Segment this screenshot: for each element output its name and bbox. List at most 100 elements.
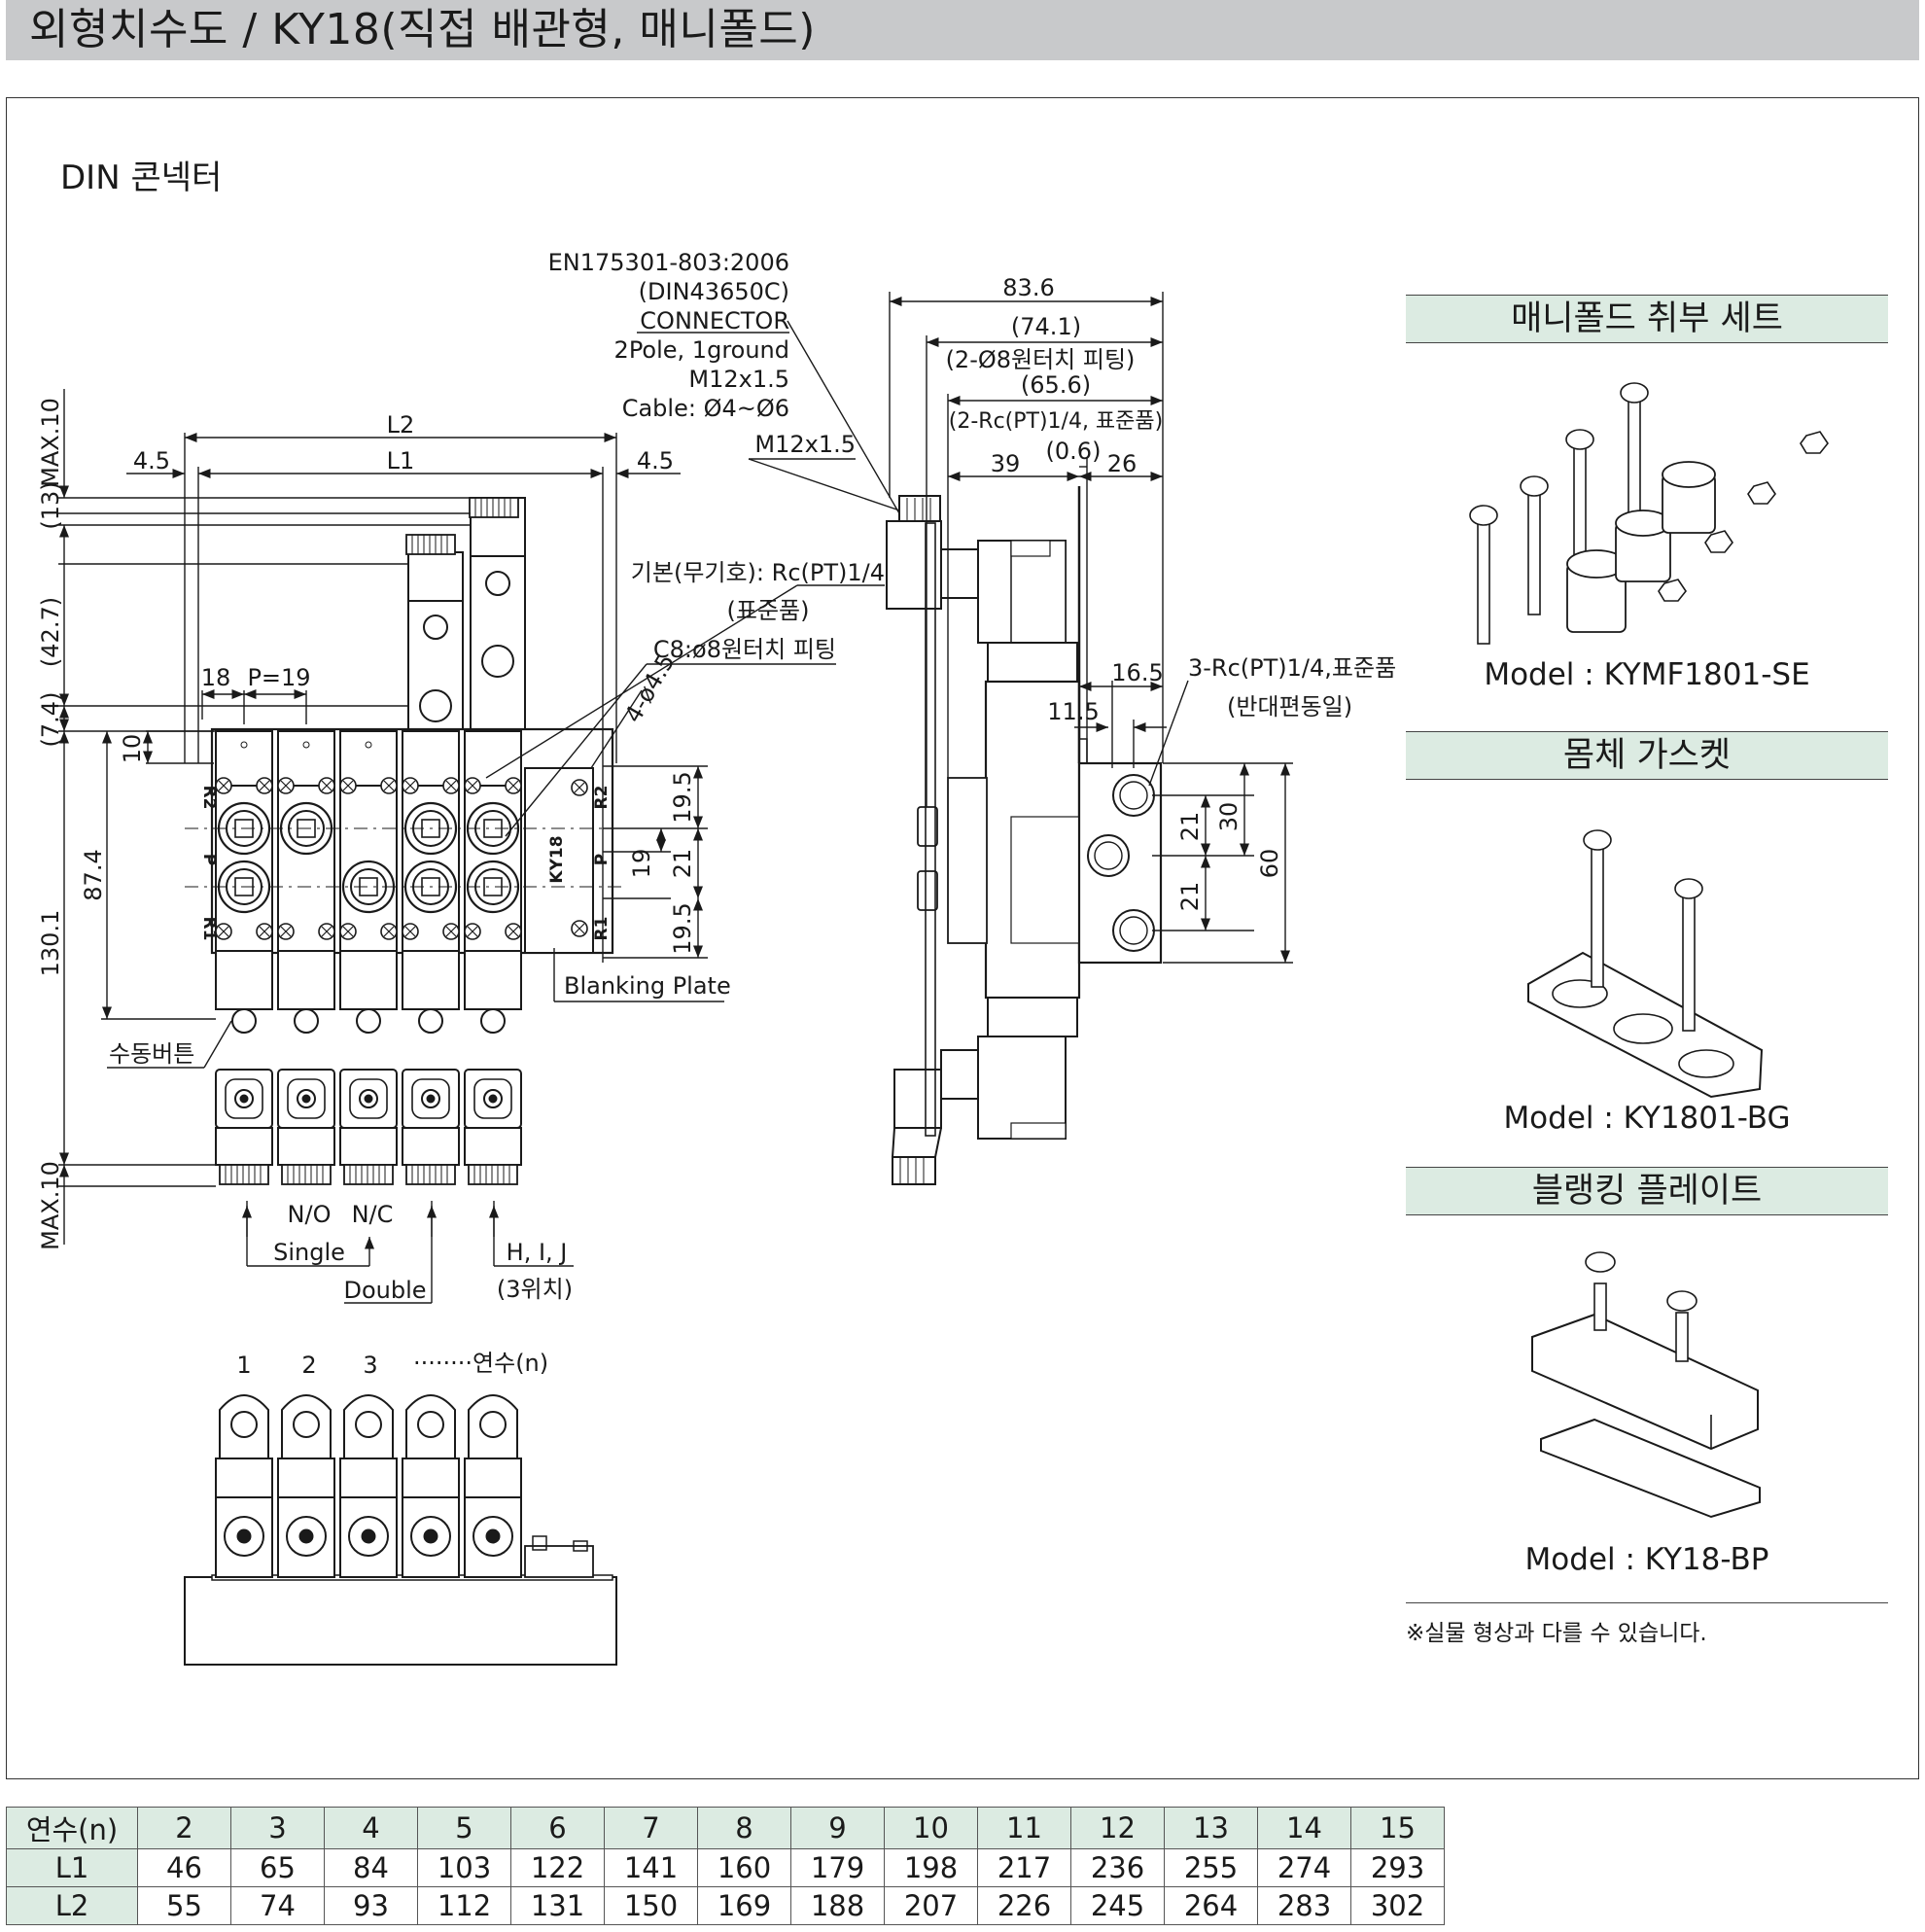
table-cell: 93 — [324, 1886, 418, 1925]
table-header-cell: 11 — [977, 1807, 1071, 1849]
table-header-cell: 10 — [884, 1807, 978, 1849]
svg-text:(3위치): (3위치) — [497, 1276, 573, 1303]
svg-text:1: 1 — [236, 1352, 251, 1379]
svg-text:P=19: P=19 — [247, 664, 310, 691]
table-header-row: 연수(n) 2 3 4 5 6 7 8 9 10 11 12 13 14 15 — [6, 1807, 1445, 1849]
svg-text:4.5: 4.5 — [637, 447, 674, 474]
top-view-labels: 1 2 3 ········연수(n) — [236, 1350, 548, 1379]
front-dimensions — [58, 320, 915, 1304]
table-cell: 179 — [790, 1848, 885, 1887]
svg-text:2Pole, 1ground: 2Pole, 1ground — [614, 336, 789, 364]
table-cell: 55 — [137, 1886, 231, 1925]
svg-text:(7.4): (7.4) — [37, 692, 64, 748]
model-kymf1801-se: Model : KYMF1801-SE — [1484, 657, 1810, 692]
table-header-cell: 15 — [1350, 1807, 1445, 1849]
svg-text:M12x1.5: M12x1.5 — [688, 366, 789, 393]
table-cell: 122 — [510, 1848, 605, 1887]
table-cell: 169 — [697, 1886, 791, 1925]
svg-text:(반대편동일): (반대편동일) — [1227, 693, 1352, 720]
table-header-cell: 2 — [137, 1807, 231, 1849]
table-cell: 103 — [417, 1848, 511, 1887]
table-cell: 236 — [1070, 1848, 1165, 1887]
svg-text:R1: R1 — [199, 917, 219, 941]
table-cell: 65 — [230, 1848, 325, 1887]
table-cell: 198 — [884, 1848, 978, 1887]
table-header-cell: 9 — [790, 1807, 885, 1849]
svg-text:Blanking Plate: Blanking Plate — [564, 972, 731, 1000]
table-cell: 264 — [1164, 1886, 1258, 1925]
table-header-cell: 4 — [324, 1807, 418, 1849]
svg-text:Double: Double — [343, 1277, 426, 1304]
svg-text:········연수(n): ········연수(n) — [413, 1350, 548, 1377]
svg-text:(2-Ø8원터치 피팅): (2-Ø8원터치 피팅) — [946, 346, 1136, 373]
accessory-note: ※실물 형상과 다를 수 있습니다. — [1406, 1621, 1707, 1646]
table-header-label: 연수(n) — [6, 1807, 138, 1849]
svg-text:(13): (13) — [37, 481, 64, 529]
table-cell: 84 — [324, 1848, 418, 1887]
table-row-label: L1 — [6, 1848, 138, 1887]
table-header-cell: 8 — [697, 1807, 791, 1849]
side-labels: 83.6 (74.1) (2-Ø8원터치 피팅) (65.6) (2-Rc(PT… — [946, 274, 1397, 911]
svg-text:21: 21 — [669, 849, 696, 879]
table-cell: 131 — [510, 1886, 605, 1925]
svg-text:MAX.10: MAX.10 — [37, 398, 64, 487]
svg-text:수동버튼: 수동버튼 — [109, 1040, 194, 1068]
table-cell: 245 — [1070, 1886, 1165, 1925]
table-cell: 274 — [1257, 1848, 1351, 1887]
table-cell: 207 — [884, 1886, 978, 1925]
table-cell: 217 — [977, 1848, 1071, 1887]
title-bar: 외형치수도 / KY18(직접 배관형, 매니폴드) — [6, 0, 1919, 60]
table-header-cell: 13 — [1164, 1807, 1258, 1849]
svg-text:4-ø4.5: 4-ø4.5 — [619, 650, 681, 727]
svg-text:3: 3 — [363, 1352, 377, 1379]
svg-text:39: 39 — [991, 450, 1021, 477]
svg-text:83.6: 83.6 — [1002, 274, 1054, 301]
table-header-cell: 3 — [230, 1807, 325, 1849]
table-cell: 74 — [230, 1886, 325, 1925]
subtitle: DIN 콘넥터 — [60, 158, 222, 197]
table-header-cell: 14 — [1257, 1807, 1351, 1849]
svg-text:EN175301-803:2006: EN175301-803:2006 — [548, 249, 789, 276]
table-header-cell: 5 — [417, 1807, 511, 1849]
svg-text:19.5: 19.5 — [669, 771, 696, 823]
table-row-l1: L1 46 65 84 103 122 141 160 179 198 217 … — [6, 1848, 1445, 1887]
model-ky18-bp: Model : KY18-BP — [1524, 1542, 1769, 1577]
table-cell: 188 — [790, 1886, 885, 1925]
svg-text:R1: R1 — [592, 917, 612, 941]
front-view — [185, 497, 622, 1185]
svg-text:R2: R2 — [199, 786, 219, 810]
table-cell: 141 — [604, 1848, 698, 1887]
table-header-cell: 7 — [604, 1807, 698, 1849]
svg-text:(2-Rc(PT)1/4, 표준품): (2-Rc(PT)1/4, 표준품) — [949, 409, 1163, 434]
svg-text:19: 19 — [628, 849, 655, 879]
svg-text:11.5: 11.5 — [1047, 698, 1099, 725]
svg-text:(0.6): (0.6) — [1046, 438, 1102, 465]
svg-text:2: 2 — [301, 1352, 316, 1379]
svg-text:Cable: Ø4~Ø6: Cable: Ø4~Ø6 — [622, 395, 789, 422]
table-cell: 226 — [977, 1886, 1071, 1925]
table-cell: 150 — [604, 1886, 698, 1925]
table-row-l2: L2 55 74 93 112 131 150 169 188 207 226 … — [6, 1886, 1445, 1925]
svg-text:P: P — [199, 854, 219, 865]
accessory-header-mounting-set: 매니폴드 취부 세트 — [1406, 295, 1888, 343]
side-dimensions — [889, 292, 1293, 964]
table-cell: 302 — [1350, 1886, 1445, 1925]
svg-text:(표준품): (표준품) — [727, 597, 810, 624]
svg-text:CONNECTOR: CONNECTOR — [640, 307, 789, 334]
svg-text:26: 26 — [1107, 450, 1138, 477]
svg-text:MAX.10: MAX.10 — [37, 1161, 64, 1250]
top-view — [184, 1394, 617, 1666]
svg-text:C8:ø8원터치 피팅: C8:ø8원터치 피팅 — [653, 636, 836, 663]
model-ky1801-bg: Model : KY1801-BG — [1503, 1101, 1791, 1136]
blanking-plate-illustration — [1531, 1251, 1761, 1519]
accessory-header-blanking-plate: 블랭킹 플레이트 — [1406, 1167, 1888, 1215]
svg-text:N/C: N/C — [352, 1201, 394, 1228]
svg-text:18: 18 — [201, 664, 231, 691]
svg-text:N/O: N/O — [288, 1201, 332, 1228]
svg-text:3-Rc(PT)1/4,표준품: 3-Rc(PT)1/4,표준품 — [1188, 654, 1396, 682]
accessory-header-body-gasket: 몸체 가스켓 — [1406, 731, 1888, 780]
svg-text:(65.6): (65.6) — [1021, 371, 1091, 399]
svg-text:(DIN43650C): (DIN43650C) — [639, 278, 789, 305]
svg-text:L2: L2 — [387, 411, 415, 439]
